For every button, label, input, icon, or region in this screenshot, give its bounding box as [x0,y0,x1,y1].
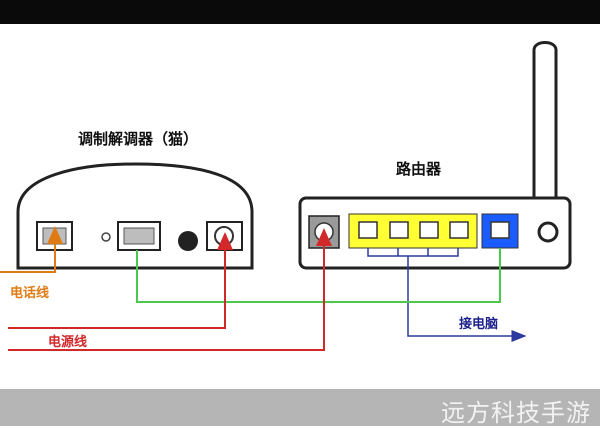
lan-port-3 [419,221,439,239]
top-black-bar [0,0,600,24]
phone-line-wire [0,226,63,273]
lan-port-1 [358,221,378,239]
modem-power-switch [178,231,198,251]
power-line-to-router [8,228,332,351]
router-antenna-connector [537,221,559,243]
modem-title: 调制解调器（猫） [78,130,199,148]
lan-port-2 [389,221,409,239]
watermark-text: 远方科技手游 [441,399,591,427]
lan-port-4 [449,221,469,239]
lan-cable-to-computer [367,248,527,342]
power-line-to-modem [8,232,233,329]
router-title: 路由器 [396,160,442,178]
phone-line-label: 电话线 [10,286,50,301]
to-computer-label: 接电脑 [459,317,499,332]
modem-indicator-light [101,232,111,242]
power-line-label: 电源线 [48,335,88,350]
ethernet-link-line [136,248,501,303]
router-antenna [532,41,558,235]
modem-body [16,162,254,270]
bottom-watermark-bar [0,389,600,426]
